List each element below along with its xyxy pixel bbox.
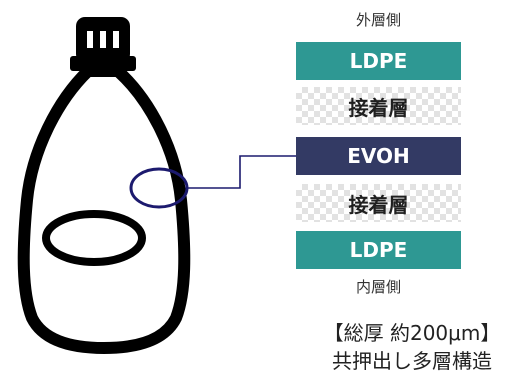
bottle-cap-slot-2 (100, 31, 106, 48)
layer-evoh: EVOH (296, 137, 461, 175)
bottle-label-oval (42, 210, 146, 266)
bottle-body (17, 65, 191, 354)
callout-connector-line (187, 155, 296, 189)
structure-caption: 共押出し多層構造 (332, 349, 492, 373)
thickness-caption: 【総厚 約200μm】 (323, 321, 501, 345)
layer-adhesive-outer: 接着層 (296, 87, 461, 125)
layer-ldpe-outer: LDPE (296, 42, 461, 80)
inner-side-label: 内層側 (355, 278, 401, 296)
layer-adhesive-inner: 接着層 (296, 184, 461, 222)
layer-ldpe-inner: LDPE (296, 231, 461, 269)
bottle-cap-slot-1 (87, 31, 93, 48)
bottle-cap-slot-3 (113, 31, 119, 48)
outer-side-label: 外層側 (355, 11, 401, 29)
